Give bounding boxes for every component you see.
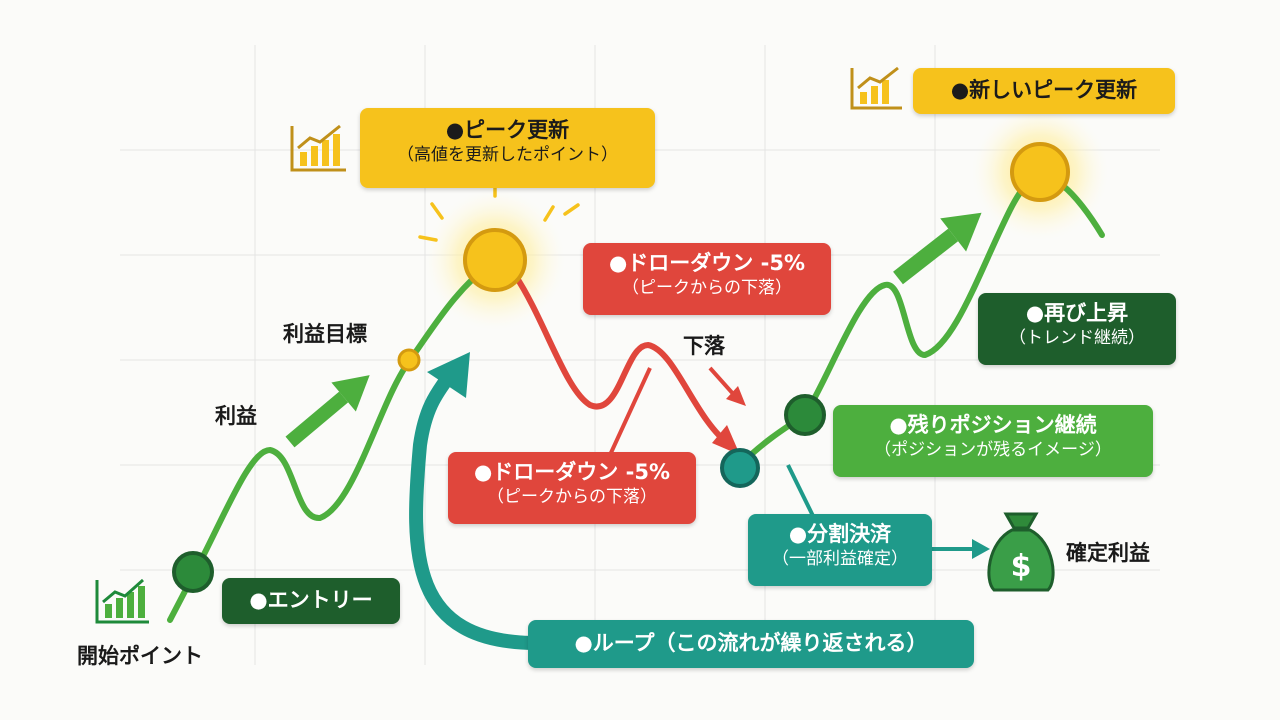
peak-label: ●ピーク更新 （高値を更新したポイント） xyxy=(360,108,655,188)
rise-again-label: ●再び上昇 （トレンド継続） xyxy=(978,293,1176,365)
drawdown-pointer xyxy=(602,367,652,469)
chart-icon-new-peak xyxy=(850,66,902,110)
rise-again-title: ●再び上昇 xyxy=(1025,301,1129,325)
new-peak-label-title: ●新しいピーク更新 xyxy=(950,78,1138,102)
drawdown-top-sub: （ピークからの下落） xyxy=(622,278,792,299)
fall-text: 下落 xyxy=(683,334,725,358)
chart-icon-peak xyxy=(290,124,346,172)
peak-label-sub: （高値を更新したポイント） xyxy=(397,145,618,166)
profit-target-text: 利益目標 xyxy=(283,322,367,346)
drawdown-mid-sub: （ピークからの下落） xyxy=(487,487,657,508)
money-bag-icon: $ xyxy=(987,512,1055,592)
drawdown-label-top: ●ドローダウン -5% （ピークからの下落） xyxy=(583,243,831,315)
loop-arrow xyxy=(409,368,542,650)
loop-label: ●ループ（この流れが繰り返される） xyxy=(528,620,974,668)
drawdown-top-title: ●ドローダウン -5% xyxy=(608,251,805,275)
entry-label: ●エントリー xyxy=(222,578,400,624)
drawdown-arrow-head xyxy=(712,425,740,455)
drawdown-bottom-node xyxy=(720,448,760,488)
rise-again-sub: （トレンド継続） xyxy=(1009,328,1145,349)
fixed-profit-text: 確定利益 xyxy=(1066,541,1150,565)
fall-pointer-head xyxy=(726,386,746,406)
remaining-title: ●残りポジション継続 xyxy=(889,413,1097,437)
start-point-text: 開始ポイント xyxy=(77,644,203,668)
new-peak-node xyxy=(1010,142,1070,202)
profit-connector-head xyxy=(972,539,990,559)
profit-text: 利益 xyxy=(215,404,257,428)
entry-node xyxy=(172,551,214,593)
new-peak-continuation xyxy=(1059,182,1105,238)
remaining-sub: （ポジションが残るイメージ） xyxy=(874,440,1112,461)
svg-text:$: $ xyxy=(1011,549,1032,584)
drawdown-line xyxy=(512,272,735,448)
new-peak-label: ●新しいピーク更新 xyxy=(913,68,1175,114)
drawdown-mid-title: ●ドローダウン -5% xyxy=(473,460,670,484)
drawdown-label-mid: ●ドローダウン -5% （ピークからの下落） xyxy=(448,452,696,524)
remaining-position-node xyxy=(784,394,826,436)
partial-title: ●分割決済 xyxy=(788,522,892,546)
profit-target-node xyxy=(397,348,421,372)
peak-label-title: ●ピーク更新 xyxy=(445,118,570,142)
remaining-position-label: ●残りポジション継続 （ポジションが残るイメージ） xyxy=(833,405,1153,477)
trend-arrow-2 xyxy=(893,212,982,285)
partial-sub: （一部利益確定） xyxy=(772,549,908,570)
partial-settlement-label: ●分割決済 （一部利益確定） xyxy=(748,514,932,586)
entry-title: ●エントリー xyxy=(249,588,373,612)
partial-connector xyxy=(786,464,817,521)
growth-line xyxy=(167,257,498,623)
chart-icon-start xyxy=(95,578,149,624)
loop-title: ●ループ（この流れが繰り返される） xyxy=(574,631,928,655)
trend-arrow-1 xyxy=(285,375,370,448)
peak-node xyxy=(463,228,527,292)
fall-pointer xyxy=(708,366,737,398)
loop-arrow-head xyxy=(427,352,470,398)
